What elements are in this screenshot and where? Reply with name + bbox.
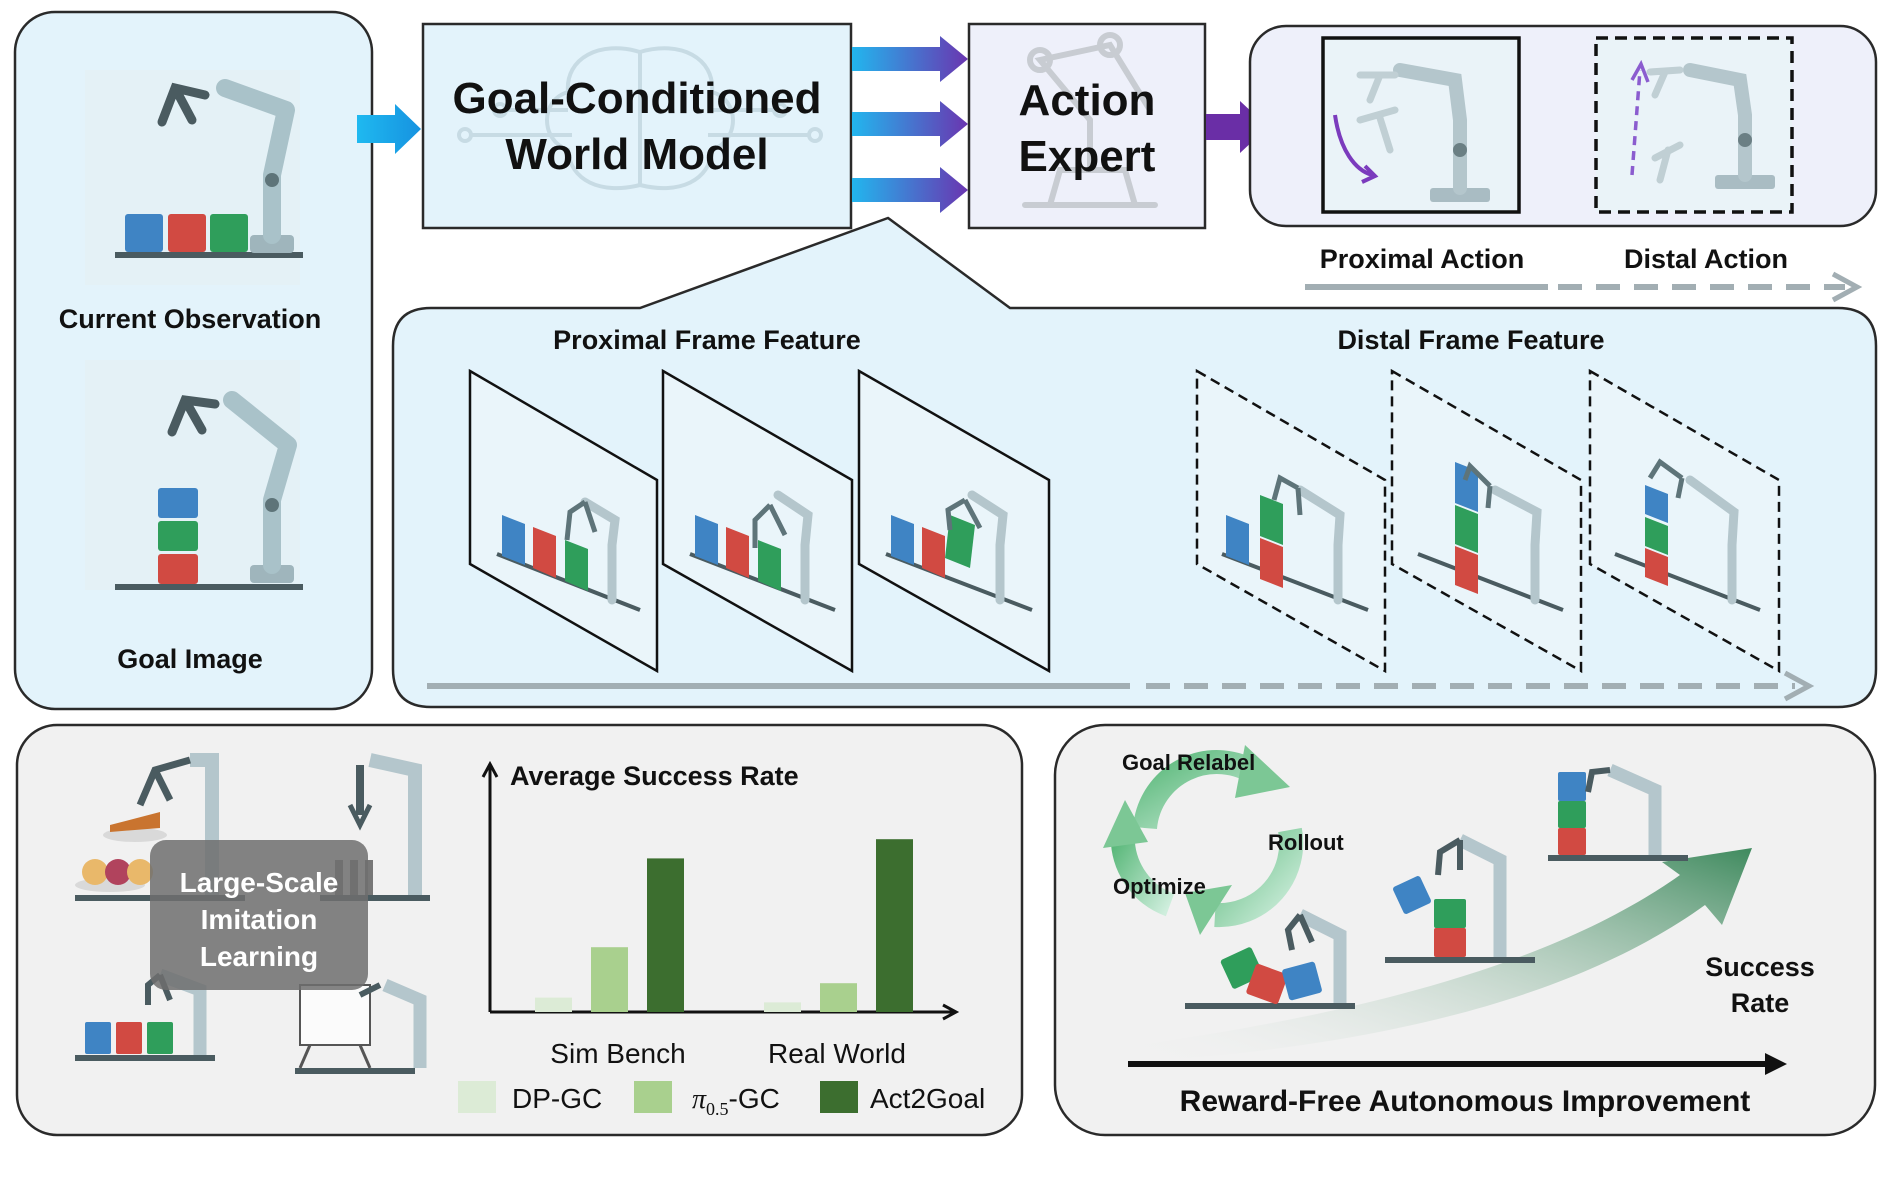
goal-relabel-label: Goal Relabel [1122,750,1255,775]
success-rate-label-line1: Success [1705,952,1815,982]
optimize-label: Optimize [1113,874,1206,899]
rollout-scene-3 [1548,764,1688,861]
legend-label-pi05-gc: π0.5-GC [692,1083,780,1119]
feature-arrow-2 [852,101,968,147]
distal-frame-2 [1390,368,1583,674]
rollout-scene-1 [1185,909,1355,1009]
current-observation-image [85,70,303,285]
robot-arm-icon [1022,32,1158,208]
legend-swatch-pi05-gc [634,1081,672,1113]
success-trend-arrow [1140,848,1752,1062]
proximal-frame-3 [857,368,1051,674]
chart-bars [535,839,913,1012]
distal-action-label: Distal Action [1624,244,1788,274]
bar-dp-gc-real-world [764,1002,801,1012]
legend-swatch-act2goal [820,1081,858,1113]
action-expert-title-line2: Expert [1019,132,1156,181]
chart-title: Average Success Rate [510,761,799,791]
imitation-panel [15,723,1024,1137]
chart-x-axis-arrowhead [942,1003,960,1021]
world-model-box [421,22,853,230]
feature-arrow-1 [852,36,968,82]
goal-image-label: Goal Image [117,644,263,674]
rollout-scene-2 [1385,834,1535,963]
distal-frame-3 [1588,368,1781,674]
rollout-label: Rollout [1268,830,1344,855]
legend-pi-symbol: π [692,1084,707,1115]
bar-act2goal-sim-bench [647,858,684,1012]
legend-pi-suffix: -GC [729,1083,780,1114]
imitation-title-line3: Learning [200,941,318,972]
feature-horizon-arrowhead [1783,670,1815,702]
distal-frame-1 [1195,368,1387,674]
brain-circuit-icon [457,46,823,191]
imitation-overlay-box [150,840,368,990]
chart-category-real-world: Real World [768,1038,906,1069]
success-rate-chart: Average Success Rate Sim Bench Real Worl… [458,760,985,1119]
imitation-title-line2: Imitation [201,904,318,935]
proximal-action-robot [1333,63,1490,202]
legend-pi-subscript: 0.5 [706,1099,729,1119]
imitation-scene-whiteboard [295,979,427,1074]
proximal-action-label: Proximal Action [1320,244,1525,274]
action-horizon-arrowhead [1831,271,1863,303]
bar--0-5-gc-real-world [820,983,857,1012]
legend-swatch-dp-gc [458,1081,496,1113]
world-model-title-line2: World Model [505,130,768,179]
improvement-time-axis-arrowhead [1765,1053,1787,1075]
distal-action-robot [1630,59,1775,189]
current-observation-label: Current Observation [59,304,322,334]
goal-image [85,360,303,590]
legend-label-act2goal: Act2Goal [870,1083,985,1114]
action-expert-title-line1: Action [1019,76,1156,125]
bar-act2goal-real-world [876,839,913,1012]
feature-arrow-3 [852,167,968,213]
input-to-world-model-arrow [357,104,421,154]
bar-dp-gc-sim-bench [535,997,572,1012]
autonomous-panel-title: Reward-Free Autonomous Improvement [1180,1085,1751,1118]
improvement-cycle-arrowheads [1103,745,1290,935]
proximal-frame-1 [468,368,659,674]
proximal-action-frame [1321,36,1521,214]
bar--0-5-gc-sim-bench [591,947,628,1012]
distal-frame-feature-label: Distal Frame Feature [1337,325,1604,355]
proximal-frame-2 [661,368,854,674]
chart-category-sim-bench: Sim Bench [550,1038,685,1069]
success-rate-label-line2: Rate [1731,988,1790,1018]
proximal-frame-feature-label: Proximal Frame Feature [553,325,861,355]
imitation-title-line1: Large-Scale [180,867,339,898]
legend-label-dp-gc: DP-GC [512,1083,602,1114]
chart-y-axis-arrowhead [481,760,499,778]
world-model-title-line1: Goal-Conditioned [452,74,821,123]
